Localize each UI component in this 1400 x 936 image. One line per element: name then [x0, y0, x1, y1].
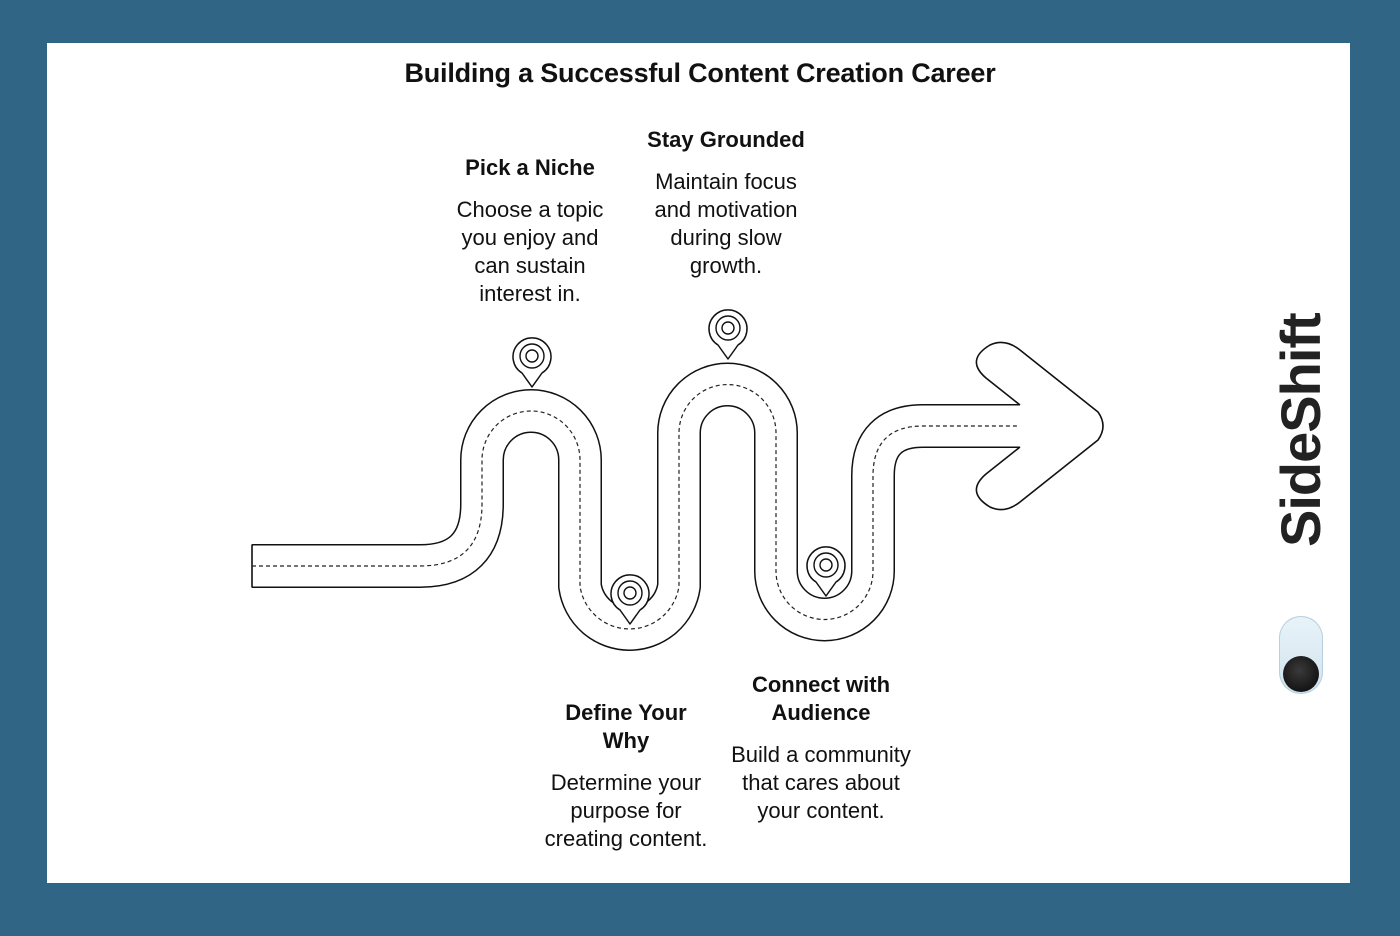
step-define-your-why: Define Your Why Determine your purpose f… — [526, 699, 726, 853]
step-description: Build a community that cares about your … — [731, 742, 911, 823]
step-description: Choose a topic you enjoy and can sustain… — [456, 197, 604, 306]
sideshift-logo: SideShift — [1269, 313, 1332, 547]
road-center-line — [252, 383, 1018, 630]
location-pin-icon — [806, 546, 846, 597]
location-pin-icon — [610, 574, 650, 625]
step-heading: Connect with Audience — [751, 672, 891, 725]
step-connect-with-audience: Connect with Audience Build a community … — [721, 671, 921, 825]
toggle-knob-icon — [1283, 656, 1319, 692]
arrow-right-icon — [975, 341, 1104, 511]
step-description: Determine your purpose for creating cont… — [544, 770, 708, 851]
step-heading: Stay Grounded — [647, 127, 805, 152]
diagram-title: Building a Successful Content Creation C… — [404, 58, 996, 88]
step-heading: Pick a Niche — [465, 155, 595, 180]
step-heading: Define Your Why — [565, 700, 687, 753]
step-description: Maintain focus and motivation during slo… — [654, 169, 798, 278]
location-pin-icon — [708, 309, 748, 360]
step-pick-a-niche: Pick a Niche Choose a topic you enjoy an… — [430, 154, 630, 308]
step-stay-grounded: Stay Grounded Maintain focus and motivat… — [626, 126, 826, 280]
toggle-logo-icon — [1279, 616, 1323, 694]
location-pin-icon — [512, 337, 552, 388]
